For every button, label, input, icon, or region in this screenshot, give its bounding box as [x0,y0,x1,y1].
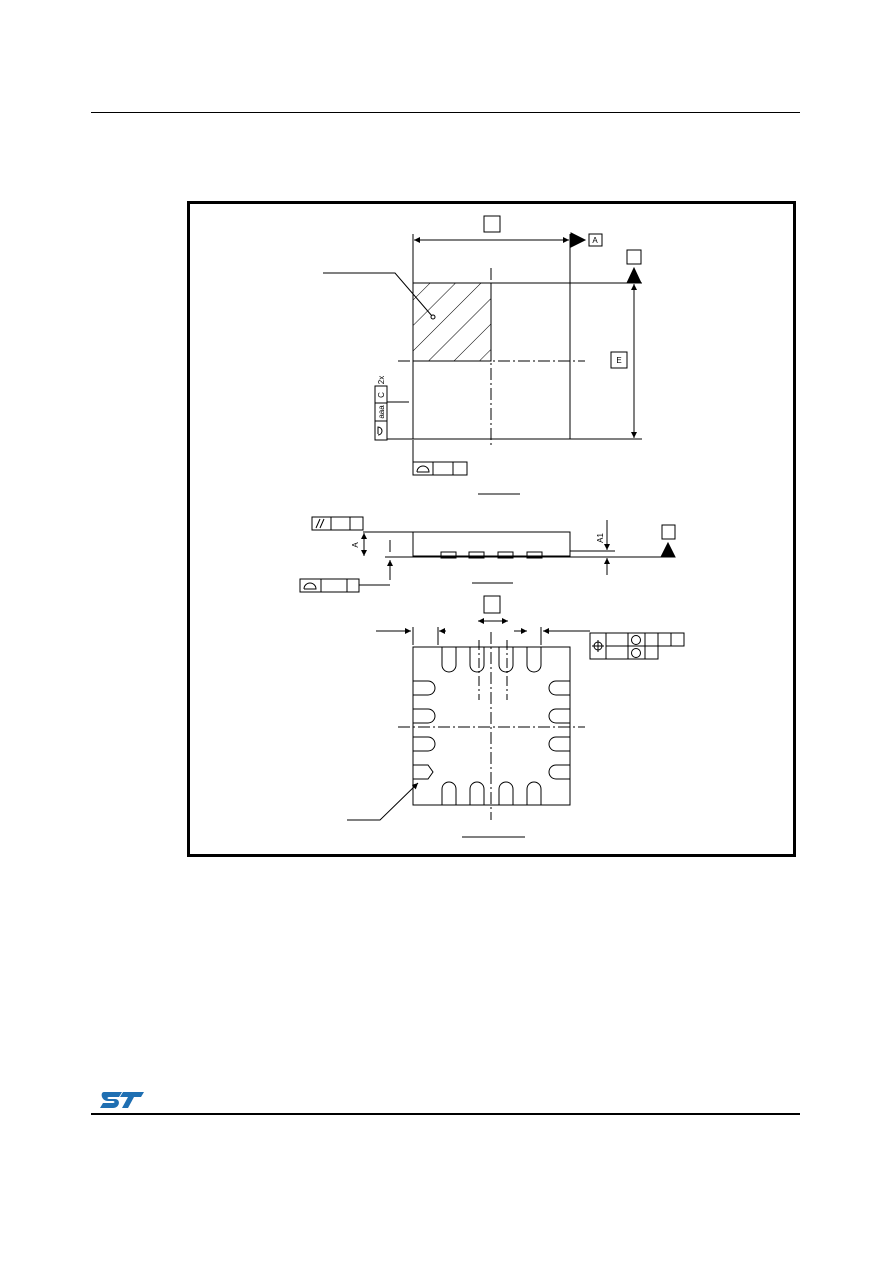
datum-c-triangle [660,541,676,558]
parallelism-icon-a [315,518,321,529]
datum-a-label: A [592,236,598,245]
st-logo-icon [100,1092,144,1108]
datum-b-box [626,249,642,265]
labels: A E A1 A aaa C 2x [351,236,622,548]
header-rule [91,112,800,113]
datum-c-box [661,524,676,540]
figure-frame [187,201,796,857]
position-frame-row-2 [605,645,659,660]
e-dimension-label: E [616,356,621,365]
left-profile-icon [377,426,383,436]
datum-a-box [588,233,603,247]
a-dimension-label: A [351,542,360,548]
pad-right-4 [548,764,570,780]
d-label-box [483,215,501,233]
a1-dimension-label: A1 [596,533,605,543]
pad-bottom-4 [526,781,542,805]
pad-top-3 [498,647,514,673]
side-view [299,516,676,593]
pad-bottom-2 [469,781,485,805]
e-label-box [610,351,628,369]
pad-left-3 [413,736,436,752]
footer-rule [91,1113,800,1115]
bottom-profile-icon [416,465,430,473]
pad-top-1 [441,647,457,673]
datum-a-triangle [570,232,587,248]
pin1-marker [430,314,436,320]
pad-top-2 [469,647,485,673]
two-x-label: 2x [377,376,386,384]
pad-top-4 [526,647,542,673]
c-datum-ref-label: C [377,392,386,398]
aaa-tolerance-label: aaa [377,405,386,419]
side-lead-4 [526,551,543,559]
side-profile-icon [303,582,317,590]
side-view-body [412,531,571,557]
side-profile-tolerance-frame [299,578,360,593]
side-lead-2 [468,551,485,559]
pad-right-2 [548,708,570,724]
pad-bottom-3 [498,781,514,805]
mmc-icon-1 [631,635,641,645]
pad-left-4-pin1 [413,764,434,780]
e-pitch-label-box [483,595,501,614]
pad-right-3 [548,736,570,752]
pin1-bottom-leader [347,782,419,821]
side-lead-3 [497,551,514,559]
pin1-leader-line [323,272,433,317]
pad-right-1 [548,680,570,696]
parallelism-icon-b [319,518,325,529]
pin1-hatched-area [412,282,492,362]
mmc-icon-2 [631,648,641,658]
side-lead-1 [440,551,457,559]
pad-left-2 [413,708,436,724]
top-view-bottom-tolerance-frame [412,461,468,476]
top-view [323,215,642,495]
parallelism-tolerance-frame [311,516,364,531]
bottom-view [347,595,685,838]
left-tolerance-frame [374,385,388,441]
pad-bottom-1 [441,781,457,805]
datum-b-triangle [626,266,642,284]
pad-left-1 [413,680,436,696]
